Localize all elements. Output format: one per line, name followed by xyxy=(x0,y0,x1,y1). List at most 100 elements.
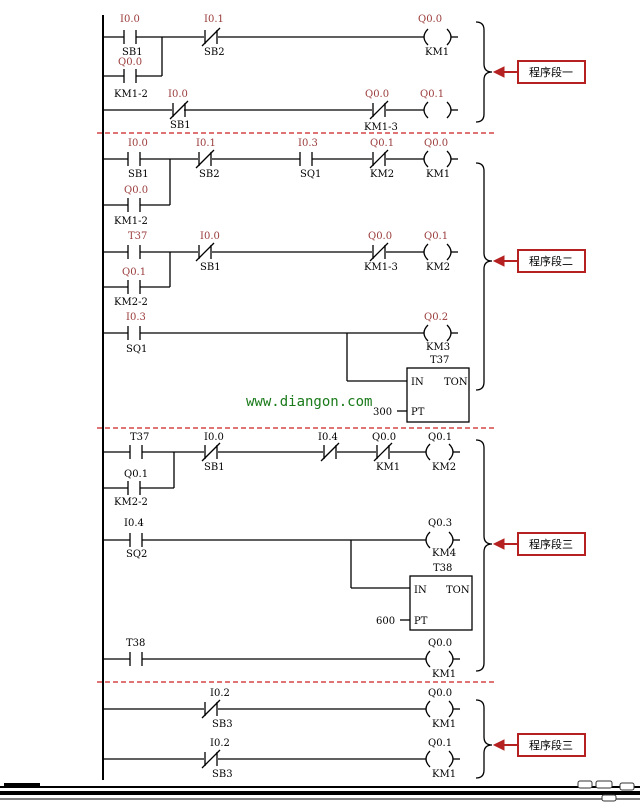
device-label: SB1 xyxy=(204,462,225,473)
address-label: I0.0 xyxy=(168,89,188,100)
contact-nc xyxy=(369,149,389,169)
contact-no xyxy=(127,481,141,495)
device-label: SB3 xyxy=(212,769,233,780)
coil xyxy=(425,750,460,768)
contact-nc xyxy=(201,442,221,462)
contact-nc xyxy=(201,749,221,769)
address-label: Q0.1 xyxy=(370,138,394,149)
contact-nc xyxy=(201,27,221,47)
device-label: SB1 xyxy=(128,169,149,180)
device-label: KM1 xyxy=(432,769,456,780)
timer-type-label: TON xyxy=(446,585,470,596)
address-label: I0.4 xyxy=(318,432,338,443)
segment-tag-label: 程序段三 xyxy=(529,738,573,752)
timer-name: T37 xyxy=(430,355,449,366)
device-label: SB1 xyxy=(200,262,221,273)
timer-block-t37 xyxy=(406,367,470,423)
contact-no xyxy=(127,326,141,340)
address-label: Q0.1 xyxy=(424,231,448,242)
address-label: T38 xyxy=(126,638,145,649)
contact-no xyxy=(127,280,141,294)
contact-no xyxy=(129,533,143,547)
coil xyxy=(423,28,458,46)
watermark: www.diangon.com xyxy=(246,394,372,410)
segment-3: T38 IN TON PT 600 T37 I0.0 SB1 I0.4 Q0.0… xyxy=(103,432,493,680)
coil xyxy=(423,243,458,261)
address-label: I0.1 xyxy=(204,14,224,25)
coil xyxy=(423,150,458,168)
segment-brace xyxy=(475,21,493,123)
segment-tag-label: 程序段二 xyxy=(529,254,573,268)
address-label: Q0.2 xyxy=(424,312,448,323)
contact-nc xyxy=(369,242,389,262)
segment-tag-3: 程序段三 xyxy=(492,532,586,556)
corner-mark xyxy=(4,783,40,786)
contact-no xyxy=(123,69,137,83)
segment-tag-2: 程序段二 xyxy=(492,249,586,273)
address-label: I0.0 xyxy=(200,231,220,242)
address-label: Q0.1 xyxy=(122,267,146,278)
coil xyxy=(423,101,458,119)
address-label: Q0.1 xyxy=(124,469,148,480)
device-label: SB2 xyxy=(204,47,225,58)
timer-block-t38 xyxy=(409,575,473,631)
device-label: KM3 xyxy=(426,342,450,353)
address-label: Q0.0 xyxy=(368,231,392,242)
contact-no xyxy=(127,198,141,212)
device-label: SQ1 xyxy=(126,344,147,355)
address-label: I0.0 xyxy=(120,14,140,25)
device-label: KM1 xyxy=(425,47,449,58)
address-label: Q0.0 xyxy=(118,57,142,68)
logo-mark xyxy=(577,780,635,802)
segment-tag-label: 程序段三 xyxy=(529,537,573,551)
address-label: I0.3 xyxy=(298,138,318,149)
contact-nc xyxy=(169,100,189,120)
segment-brace xyxy=(475,162,493,391)
device-label: KM1 xyxy=(376,462,400,473)
device-label: KM2 xyxy=(370,169,394,180)
coil xyxy=(425,650,460,668)
address-label: Q0.1 xyxy=(428,738,452,749)
address-label: I0.4 xyxy=(124,518,144,529)
contact-no xyxy=(129,445,143,459)
device-label: SB3 xyxy=(212,719,233,730)
contact-nc xyxy=(320,442,340,462)
coil xyxy=(425,443,460,461)
timer-pt-label: PT xyxy=(414,616,428,627)
address-label: Q0.0 xyxy=(428,638,452,649)
address-label: Q0.1 xyxy=(420,89,444,100)
contact-no xyxy=(299,152,313,166)
coil xyxy=(425,700,460,718)
device-label: KM4 xyxy=(432,548,456,559)
device-label: SQ2 xyxy=(126,549,147,560)
segment-tag-1: 程序段一 xyxy=(492,60,586,84)
segment-brace xyxy=(475,699,493,779)
coil xyxy=(423,324,458,342)
address-label: Q0.0 xyxy=(372,432,396,443)
timer-pt-label: PT xyxy=(411,407,425,418)
device-label: SQ1 xyxy=(300,169,321,180)
device-label: KM1-2 xyxy=(114,89,148,100)
timer-type-label: TON xyxy=(444,377,468,388)
device-label: KM2-2 xyxy=(114,497,148,508)
contact-nc xyxy=(201,699,221,719)
address-label: Q0.3 xyxy=(428,518,452,529)
address-label: Q0.1 xyxy=(428,432,452,443)
contact-no xyxy=(123,30,137,44)
contact-no xyxy=(129,652,143,666)
address-label: Q0.0 xyxy=(124,185,148,196)
address-label: I0.1 xyxy=(196,138,216,149)
address-label: Q0.0 xyxy=(365,89,389,100)
address-label: I0.2 xyxy=(210,688,230,699)
address-label: I0.0 xyxy=(128,138,148,149)
device-label: SB1 xyxy=(170,120,191,131)
timer-in-label: IN xyxy=(411,377,424,388)
timer-preset: 600 xyxy=(376,616,395,627)
address-label: I0.0 xyxy=(204,432,224,443)
contact-no xyxy=(127,245,141,259)
timer-preset: 300 xyxy=(373,407,392,418)
contact-nc xyxy=(369,100,389,120)
segment-4: I0.2 SB3 Q0.0 KM1 I0.2 SB3 Q0.1 KM1 xyxy=(103,688,493,780)
device-label: KM2 xyxy=(432,462,456,473)
device-label: KM1-3 xyxy=(364,122,398,133)
